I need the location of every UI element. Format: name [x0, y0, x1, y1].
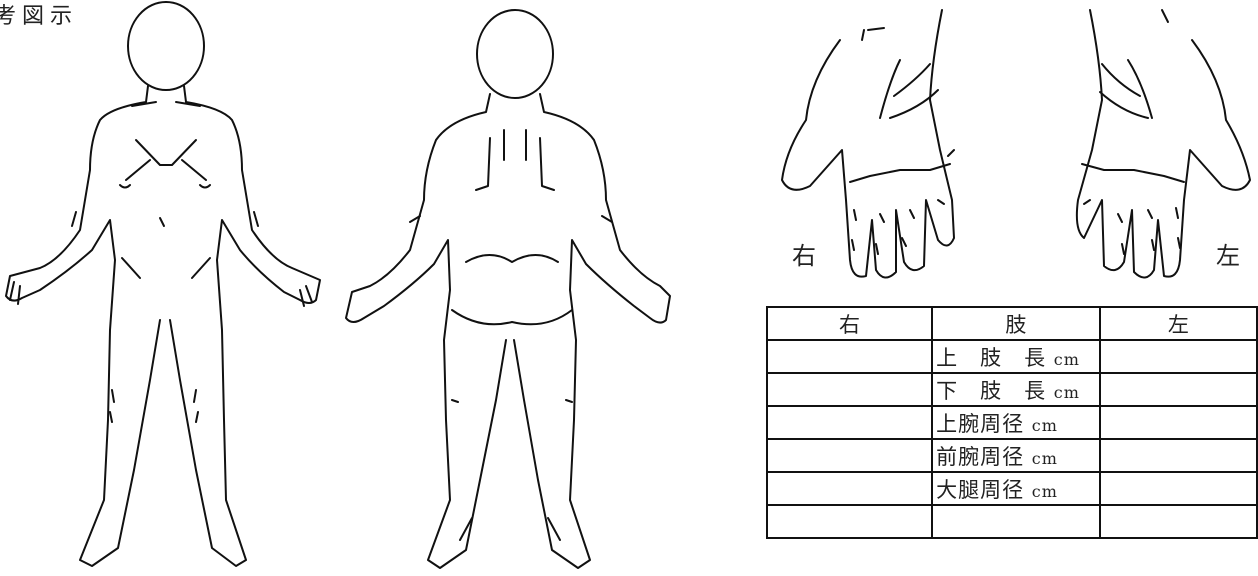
left-hand-label: 左 [1216, 236, 1240, 271]
unit-label: cm [1054, 383, 1080, 402]
body-back-figure [340, 0, 680, 576]
limb-measurement-table: 右 肢 左 上 肢 長 cm 下 肢 長 cm 上腕周径 cm 前腕周径 cm … [766, 306, 1258, 539]
left-value-cell[interactable] [1100, 373, 1257, 406]
measure-label: 上腕周径 cm [932, 406, 1100, 439]
unit-label: cm [1032, 482, 1058, 501]
unit-label: cm [1032, 449, 1058, 468]
column-header-right: 右 [767, 307, 932, 340]
measure-label-text: 下 肢 長 [936, 379, 1046, 403]
measure-label-text: 前腕周径 [936, 445, 1024, 469]
measure-label-text: 大腿周径 [936, 478, 1024, 502]
column-header-limb: 肢 [932, 307, 1100, 340]
left-value-cell[interactable] [1100, 406, 1257, 439]
column-header-left: 左 [1100, 307, 1257, 340]
right-value-cell[interactable] [767, 340, 932, 373]
table-row: 下 肢 長 cm [767, 373, 1257, 406]
right-value-cell[interactable] [767, 406, 932, 439]
measure-label: 大腿周径 cm [932, 472, 1100, 505]
table-header-row: 右 肢 左 [767, 307, 1257, 340]
unit-label: cm [1032, 416, 1058, 435]
table-row [767, 505, 1257, 538]
measure-label: 前腕周径 cm [932, 439, 1100, 472]
left-value-cell[interactable] [1100, 340, 1257, 373]
left-value-cell[interactable] [1100, 439, 1257, 472]
left-value-cell[interactable] [1100, 472, 1257, 505]
right-value-cell[interactable] [767, 373, 932, 406]
right-hand-label: 右 [792, 236, 816, 271]
measure-label: 下 肢 長 cm [932, 373, 1100, 406]
table-row: 大腿周径 cm [767, 472, 1257, 505]
right-value-cell[interactable] [767, 505, 932, 538]
unit-label: cm [1054, 350, 1080, 369]
right-value-cell[interactable] [767, 472, 932, 505]
measure-label-text: 上 肢 長 [936, 346, 1046, 370]
table-row: 上腕周径 cm [767, 406, 1257, 439]
measure-label-text: 上腕周径 [936, 412, 1024, 436]
table-row: 前腕周径 cm [767, 439, 1257, 472]
measure-label [932, 505, 1100, 538]
left-value-cell[interactable] [1100, 505, 1257, 538]
right-value-cell[interactable] [767, 439, 932, 472]
body-front-figure [0, 0, 330, 576]
measure-label: 上 肢 長 cm [932, 340, 1100, 373]
right-hand-figure [780, 0, 1020, 300]
table-row: 上 肢 長 cm [767, 340, 1257, 373]
